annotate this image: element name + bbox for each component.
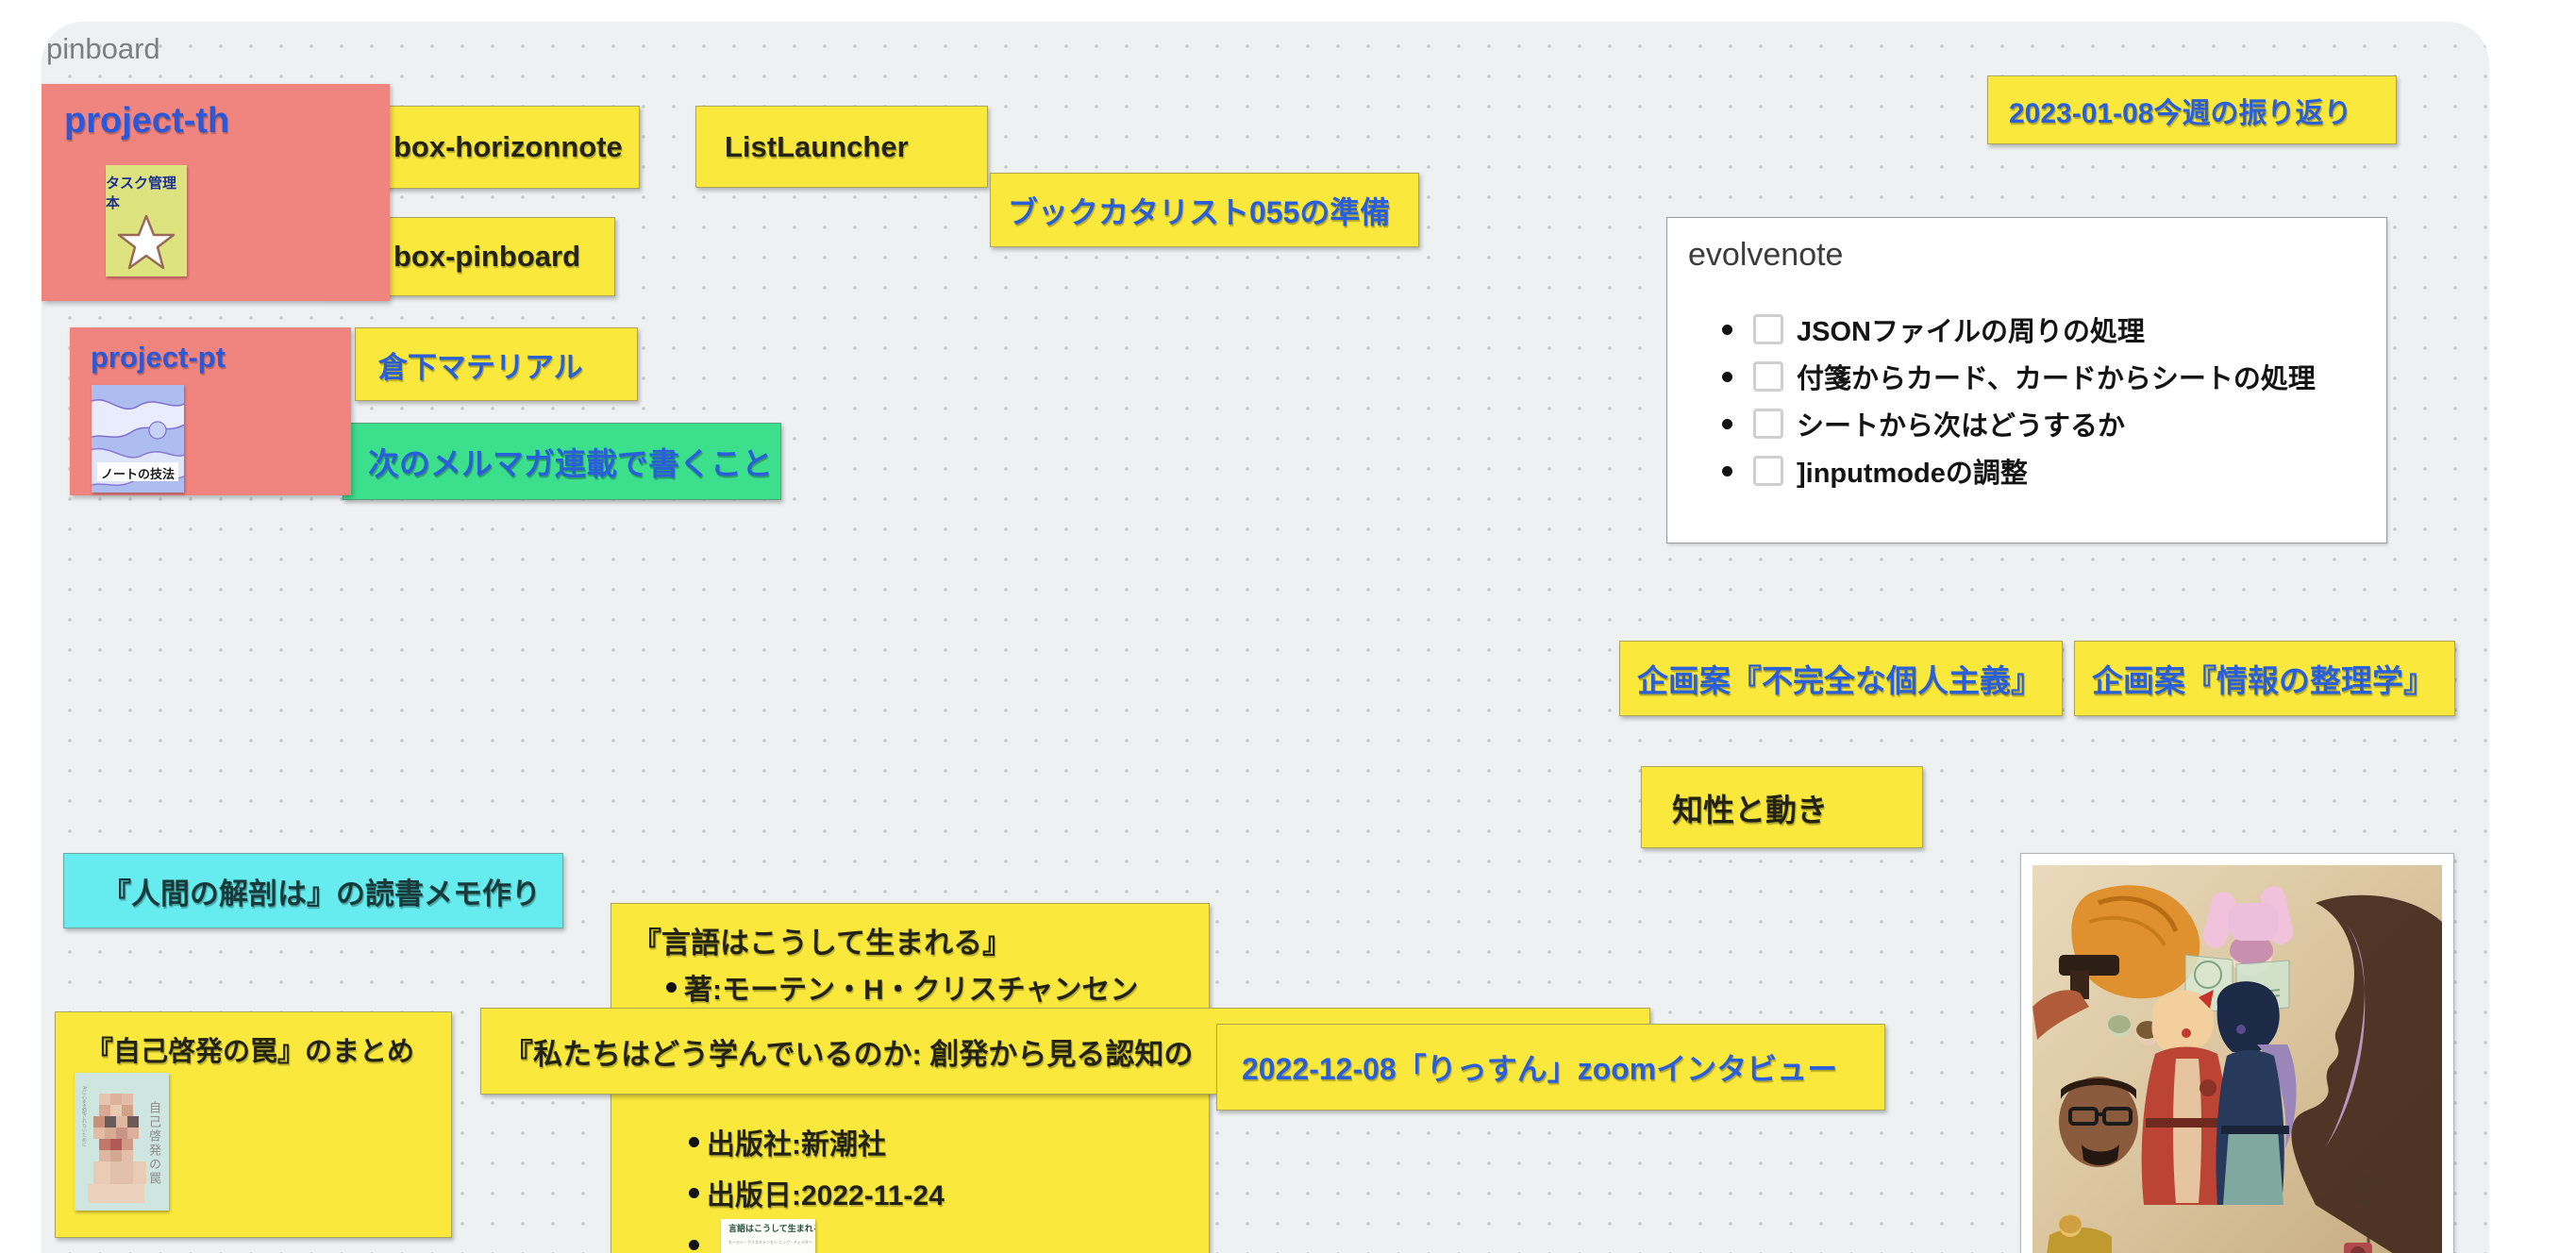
svg-text:言語はこうして生まれる: 言語はこうして生まれる xyxy=(728,1223,815,1233)
todo-label: 付箋からカード、カードからシートの処理 xyxy=(1797,364,2316,394)
note-text: 『人間の解剖は』の読書メモ作り xyxy=(102,877,541,911)
note-weekly-review[interactable]: 2023-01-08今週の振り返り xyxy=(1987,75,2397,144)
note-text: 倉下マテリアル xyxy=(378,350,583,384)
note-text: 企画案『情報の整理学』 xyxy=(2092,663,2434,698)
checkbox-icon[interactable] xyxy=(1753,314,1783,344)
todo-item[interactable]: ]inputmodeの調整 xyxy=(1722,452,2028,490)
note-text: 2022-12-08「りっすん」zoomインタビュー xyxy=(1242,1052,1838,1086)
checkbox-icon[interactable] xyxy=(1753,361,1783,392)
bullet-text: 出版日:2022-11-24 xyxy=(707,1180,945,1211)
card-selfhelp[interactable]: 『自己啓発の罠』のまとめ AIに心を支配されないために 自己啓発の罠 xyxy=(55,1011,452,1238)
bullet-icon xyxy=(1722,418,1732,429)
note-bookcatalyst[interactable]: ブックカタリスト055の準備 xyxy=(990,173,1419,247)
language-book-cover-art: 言語はこうして生まれる モーテン・クリスチャンセン ニック・チェイター THE … xyxy=(721,1219,815,1253)
todo-item[interactable]: シートから次はどうするか xyxy=(1722,405,2125,443)
project-title: project-pt xyxy=(91,341,226,374)
project-card-pt[interactable]: project-pt ノートの技法 xyxy=(70,327,351,495)
project-th-thumbnail: タスク管理本 xyxy=(106,165,187,276)
selfhelp-cover-art: AIに心を支配されないために xyxy=(75,1073,169,1211)
bullet-icon xyxy=(689,1136,699,1147)
bullet-text: 著:モーテン・H・クリスチャンセン xyxy=(684,975,1139,1006)
note-interview[interactable]: 2022-12-08「りっすん」zoomインタビュー xyxy=(1216,1024,1885,1111)
note-box-pinboard[interactable]: box-pinboard xyxy=(321,217,615,296)
card-bullet-publisher: 出版社:新潮社 xyxy=(689,1121,886,1162)
bullet-icon xyxy=(666,981,677,993)
todo-label: シートから次はどうするか xyxy=(1797,411,2126,442)
note-text: box-pinboard xyxy=(393,240,581,273)
note-text: box-horizonnote xyxy=(393,130,623,163)
panel-title: evolvenote xyxy=(1688,237,1844,273)
star-icon xyxy=(117,214,176,270)
note-text: 『私たちはどう学んでいるのか: 創発から見る認知の xyxy=(504,1037,1194,1071)
thumbnail-label: ノートの技法 xyxy=(97,464,178,481)
svg-text:AIに心を支配されないために: AIに心を支配されないために xyxy=(81,1086,87,1147)
note-text: 次のメルマガ連載で書くこと xyxy=(368,446,773,481)
card-title: 『言語はこうして生まれる』 xyxy=(632,927,1012,960)
note-text: ListLauncher xyxy=(725,129,909,163)
bullet-icon xyxy=(1722,324,1732,335)
language-book-cover-image: 言語はこうして生まれる モーテン・クリスチャンセン ニック・チェイター THE … xyxy=(721,1219,815,1253)
anime-poster-image xyxy=(2032,865,2442,1253)
note-text: 知性と動き xyxy=(1672,792,1828,827)
pinboard-canvas[interactable]: pinboard box-horizonnote box-pinboard pr… xyxy=(42,22,2489,1253)
card-bullet-date: 出版日:2022-11-24 xyxy=(689,1172,945,1213)
evolvenote-panel[interactable]: evolvenote JSONファイルの周りの処理 付箋からカード、カードからシ… xyxy=(1666,217,2387,543)
note-plan-individualism[interactable]: 企画案『不完全な個人主義』 xyxy=(1619,641,2063,716)
svg-text:モーテン・クリスチャンセン ニック・チェイター: モーテン・クリスチャンセン ニック・チェイター xyxy=(728,1239,812,1245)
note-kurashita[interactable]: 倉下マテリアル xyxy=(355,327,638,401)
cover-vertical-title: 自己啓発の罠 xyxy=(147,1101,161,1186)
note-plan-organization[interactable]: 企画案『情報の整理学』 xyxy=(2074,641,2455,716)
bullet-icon xyxy=(689,1187,699,1198)
note-anatomy-memo[interactable]: 『人間の解剖は』の読書メモ作り xyxy=(63,853,563,928)
todo-item[interactable]: 付箋からカード、カードからシートの処理 xyxy=(1722,358,2316,395)
note-text: ブックカタリスト055の準備 xyxy=(1008,194,1391,229)
note-mailmag[interactable]: 次のメルマガ連載で書くこと xyxy=(343,423,781,500)
card-title: 『自己啓発の罠』のまとめ xyxy=(86,1037,415,1067)
thumbnail-label: タスク管理本 xyxy=(106,175,177,211)
note-listlauncher[interactable]: ListLauncher xyxy=(695,106,988,188)
checkbox-icon[interactable] xyxy=(1753,409,1783,439)
checkbox-icon[interactable] xyxy=(1753,456,1783,486)
bullet-icon xyxy=(1722,465,1732,476)
project-title: project-th xyxy=(64,101,230,141)
note-text: 2023-01-08今週の振り返り xyxy=(2009,97,2352,129)
todo-item[interactable]: JSONファイルの周りの処理 xyxy=(1722,310,2145,348)
todo-label: ]inputmodeの調整 xyxy=(1797,459,2028,489)
bullet-icon xyxy=(689,1240,699,1250)
poster-card[interactable] xyxy=(2020,853,2454,1253)
project-card-th[interactable]: project-th タスク管理本 xyxy=(42,84,390,301)
board-title: pinboard xyxy=(46,32,160,65)
note-intellect[interactable]: 知性と動き xyxy=(1641,766,1923,848)
project-pt-thumbnail: ノートの技法 xyxy=(92,385,184,493)
bullet-text: 出版社:新潮社 xyxy=(707,1129,886,1161)
note-text: 企画案『不完全な個人主義』 xyxy=(1637,663,2042,698)
bullet-icon xyxy=(1722,371,1732,382)
card-bullet-cover xyxy=(689,1240,707,1250)
selfhelp-cover-image: AIに心を支配されないために 自己啓発の罠 xyxy=(75,1073,169,1211)
todo-label: JSONファイルの周りの処理 xyxy=(1797,317,2145,347)
card-bullet-author: 著:モーテン・H・クリスチャンセン xyxy=(666,966,1138,1008)
